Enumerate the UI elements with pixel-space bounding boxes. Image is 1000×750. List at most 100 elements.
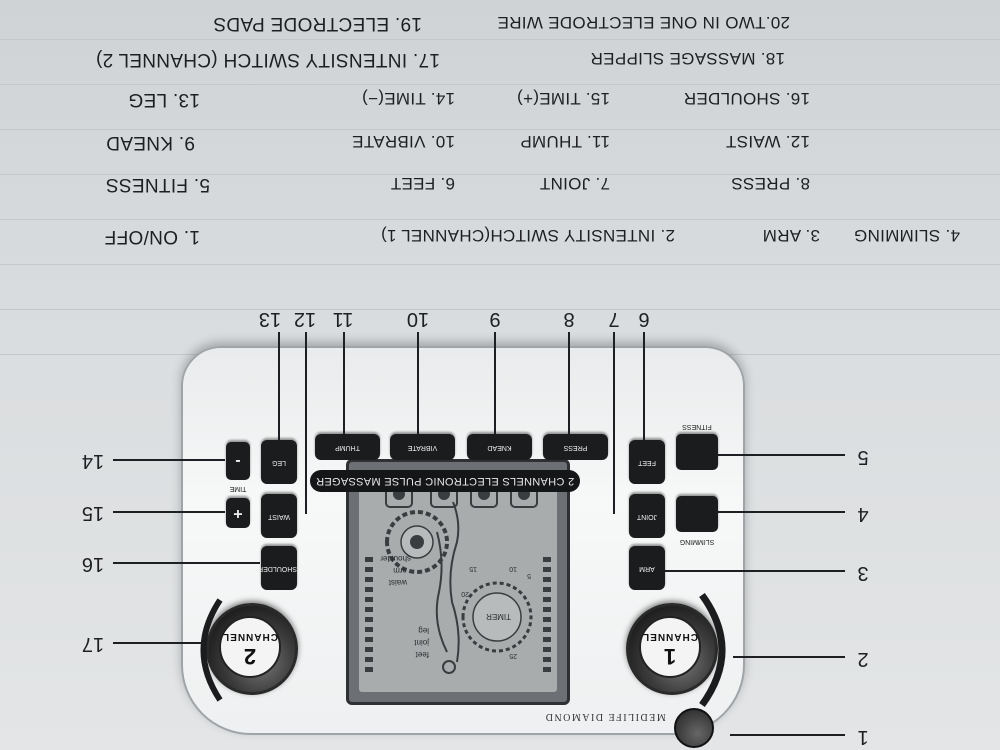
slimming-label: SLIMMING: [679, 538, 715, 545]
device-banner: 2 CHANNELS ELECTRONIC PULSE MASSAGER: [310, 470, 580, 492]
waist-label: WAIST: [268, 513, 290, 520]
dial-number: 20: [461, 590, 469, 597]
callout-2: 2: [857, 648, 869, 670]
channel-2-knob-cap: 2 CHANNEL: [219, 616, 281, 678]
time-minus-button[interactable]: -: [226, 442, 250, 480]
part-7: 7. JOINT: [539, 174, 610, 193]
fitness-button[interactable]: [676, 434, 718, 470]
page-rule: [0, 129, 1000, 130]
channel-2-arc-icon: [200, 598, 223, 702]
shoulder-label: SHOULDER: [258, 565, 297, 572]
thump-label: THUMP: [335, 444, 360, 451]
channel-2-label: CHANNEL: [222, 631, 278, 642]
knead-button[interactable]: KNEAD: [467, 434, 532, 460]
callout-11: 11: [332, 308, 354, 330]
leader-line: [113, 511, 225, 513]
feet-label: FEET: [638, 459, 656, 466]
leader-line: [665, 570, 845, 572]
leader-line: [417, 332, 419, 434]
body-label-arm: arm: [393, 566, 407, 575]
callout-14: 14: [81, 450, 105, 472]
callout-3: 3: [857, 562, 869, 584]
callout-1: 1: [857, 726, 869, 748]
callout-7: 7: [608, 308, 620, 330]
time-plus-button[interactable]: +: [226, 498, 250, 528]
channel-2-number: 2: [243, 644, 257, 669]
leader-line: [343, 332, 345, 434]
part-20: 20.TWO IN ONE ELECTRODE WIRE: [497, 13, 790, 32]
callout-5: 5: [857, 446, 869, 468]
body-label-feet: feet: [415, 650, 429, 659]
body-label-waist: waist: [388, 578, 408, 587]
part-2: 2. INTENSITY SWITCH(CHANNEL 1): [380, 226, 675, 245]
body-label-shoulder: shoulder: [380, 554, 411, 563]
part-12: 12. WAIST: [725, 132, 810, 151]
arm-label: ARM: [639, 565, 655, 572]
page-rule: [0, 39, 1000, 40]
part-4: 4. SLIMMING: [853, 226, 960, 245]
dial-number: 10: [509, 565, 517, 572]
leader-line: [278, 332, 280, 440]
callout-13: 13: [258, 308, 282, 330]
leader-line: [113, 562, 260, 564]
callout-9: 9: [489, 308, 501, 330]
joint-button[interactable]: JOINT: [629, 494, 665, 538]
leg-label: LEG: [272, 459, 287, 466]
part-16: 16. SHOULDER: [683, 89, 810, 108]
callout-8: 8: [563, 308, 575, 330]
slimming-button[interactable]: [676, 496, 718, 532]
part-18: 18. MASSAGE SLIPPER: [590, 49, 785, 68]
part-19: 19. ELECTRODE PADS: [213, 13, 422, 34]
vibrate-button[interactable]: VIBRATE: [390, 434, 455, 460]
part-13: 13. LEG: [128, 89, 200, 110]
timer-label: TIMER: [486, 612, 511, 621]
leg-button[interactable]: LEG: [261, 440, 297, 484]
part-17: 17. INTENSITY SWITCH (CHANNEL 2): [95, 49, 440, 70]
leader-line: [568, 332, 570, 434]
lcd-screen: 5 10 15 20 25 TIMER feet joint leg waist…: [359, 472, 557, 692]
part-11: 11. THUMP: [520, 132, 610, 151]
part-9: 9. KNEAD: [106, 132, 195, 153]
callout-16: 16: [81, 553, 105, 575]
joint-label: JOINT: [636, 513, 658, 520]
shoulder-button[interactable]: SHOULDER: [258, 546, 297, 590]
body-label-joint: joint: [414, 638, 430, 647]
callout-15: 15: [81, 502, 105, 524]
part-8: 8. PRESS: [731, 174, 810, 193]
part-14: 14. TIME(−): [361, 89, 455, 108]
part-15: 15. TIME(+): [516, 89, 610, 108]
feet-button[interactable]: FEET: [629, 440, 665, 484]
channel-1-number: 1: [663, 644, 677, 669]
lcd-display: 5 10 15 20 25 TIMER feet joint leg waist…: [346, 459, 570, 705]
arm-button[interactable]: ARM: [629, 546, 665, 590]
fitness-label: FITNESS: [682, 423, 712, 430]
leader-line: [730, 734, 845, 736]
part-3: 3. ARM: [762, 226, 820, 245]
part-6: 6. FEET: [390, 174, 455, 193]
callout-10: 10: [406, 308, 430, 330]
device-brand: MEDILIFE DIAMOND: [544, 711, 666, 722]
time-label: TIME: [229, 485, 247, 492]
thump-button[interactable]: THUMP: [315, 434, 380, 460]
channel-1-label: CHANNEL: [642, 631, 698, 642]
waist-button[interactable]: WAIST: [261, 494, 297, 538]
leader-line: [717, 511, 845, 513]
knead-label: KNEAD: [487, 444, 512, 451]
leader-line: [717, 454, 845, 456]
leader-line: [494, 332, 496, 434]
leader-line: [643, 332, 645, 440]
part-5: 5. FITNESS: [105, 174, 210, 195]
press-button[interactable]: PRESS: [543, 434, 608, 460]
power-button[interactable]: [674, 708, 714, 748]
leader-line: [613, 332, 615, 514]
leader-line: [305, 332, 307, 514]
page-rule: [0, 264, 1000, 265]
part-10: 10. VIBRATE: [351, 132, 455, 151]
dial-number: 15: [469, 565, 477, 572]
leader-line: [733, 656, 845, 658]
callout-17: 17: [81, 633, 105, 655]
dial-number: 5: [527, 572, 531, 579]
leader-line: [113, 642, 205, 644]
page-rule: [0, 219, 1000, 220]
